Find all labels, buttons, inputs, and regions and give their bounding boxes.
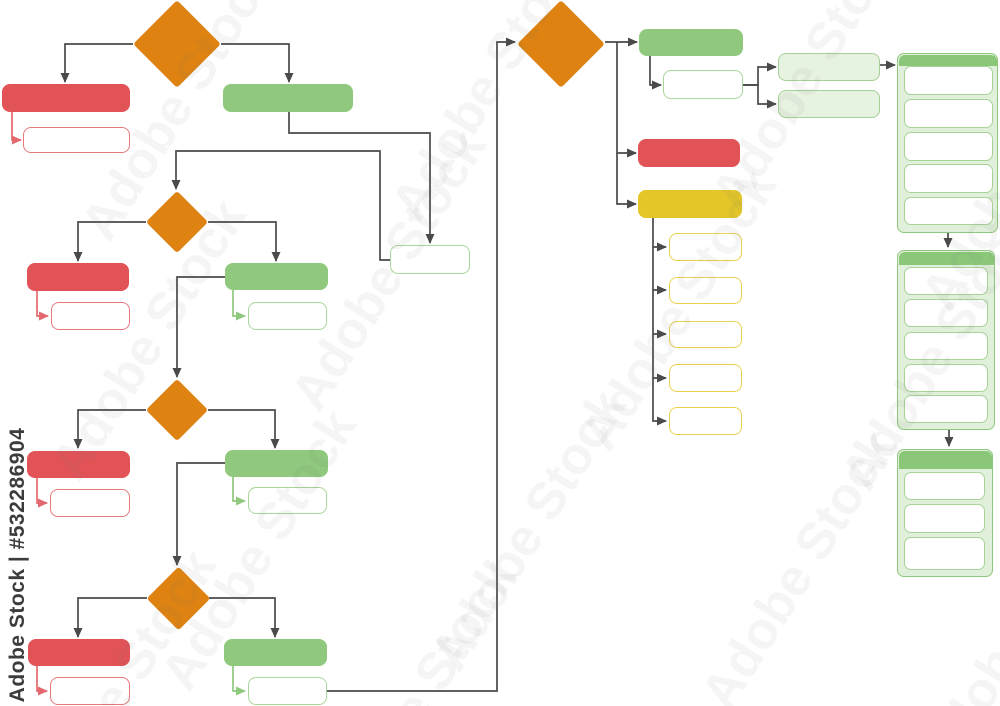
sub-box-green-2: [248, 302, 327, 330]
sub-box-yellow-1: [669, 233, 742, 261]
list-container-1-header: [898, 54, 997, 66]
wire-d4-to-green4: [209, 597, 280, 638]
wire-green2-to-sub: [232, 290, 246, 321]
sub-box-red-2: [51, 302, 130, 330]
wire-d1-to-green1: [221, 43, 294, 83]
wire-branch-to-yellow: [616, 153, 637, 209]
process-box-green-1: [223, 84, 353, 112]
list-container-1-item-4: [904, 164, 993, 193]
process-box-red-5: [638, 139, 740, 167]
wire-d1-to-red1: [60, 43, 133, 83]
process-box-green-3: [225, 450, 328, 477]
wire-result1-to-d2: [171, 150, 390, 261]
list-container-2-item-2: [904, 299, 988, 327]
wire-green3-to-d4: [172, 462, 225, 566]
sub-box-red-3: [50, 489, 130, 517]
wire-green2-to-d3: [172, 276, 225, 378]
wire-red2-to-sub: [36, 291, 49, 321]
wire-green4-to-sub: [232, 666, 246, 696]
sub-box-yellow-2: [669, 277, 742, 304]
wire-d4-to-red4: [73, 597, 147, 638]
wire-result5-to-pale1: [743, 62, 777, 86]
list-container-3-item-3: [904, 537, 985, 570]
list-container-2-item-3: [904, 332, 988, 360]
process-box-yellow: [638, 190, 742, 218]
sub-box-green-4: [248, 677, 327, 705]
sub-box-yellow-4: [669, 364, 742, 392]
sub-box-yellow-3: [669, 321, 742, 348]
wire-branch-to-red5: [616, 42, 637, 158]
process-box-green-5: [639, 29, 743, 56]
process-box-red-3: [27, 451, 130, 478]
list-container-3-header: [898, 450, 992, 469]
sub-box-yellow-5: [669, 407, 742, 435]
list-container-2-item-4: [904, 364, 988, 392]
wire-d2-to-red2: [73, 221, 146, 262]
list-container-3-item-1: [904, 472, 985, 500]
list-container-1-item-5: [904, 197, 993, 225]
list-container-1-item-2: [904, 99, 993, 128]
list-container-3-item-2: [904, 504, 985, 533]
wire-yellow-to-sub1: [652, 218, 667, 252]
sub-box-red-4: [50, 677, 130, 705]
wire-red3-to-sub: [36, 478, 48, 508]
process-box-green-2: [225, 263, 328, 290]
wire-green3-to-sub: [232, 477, 246, 506]
wire-red4-to-sub: [36, 666, 48, 696]
wire-yellow-to-sub5: [652, 378, 667, 426]
option-box-pale-green-2: [778, 90, 880, 118]
wire-yellow-to-sub3: [652, 290, 667, 339]
list-container-1-item-1: [904, 66, 993, 95]
wire-d2-to-green2: [208, 221, 281, 262]
process-box-red-2: [27, 263, 129, 291]
list-container-2-header: [898, 251, 994, 265]
wire-subgreen4-to-d5: [327, 37, 516, 692]
option-box-pale-green-1: [778, 53, 880, 81]
wire-d3-to-red3: [73, 409, 146, 449]
wire-yellow-to-sub2: [652, 247, 667, 295]
wire-red1-to-sub: [11, 112, 22, 145]
wire-result5-to-pale2: [743, 84, 777, 109]
wire-green1-to-result1: [288, 112, 435, 244]
wire-d3-to-green3: [208, 409, 280, 449]
wire-yellow-to-sub4: [652, 334, 667, 383]
process-box-green-4: [224, 639, 327, 666]
wire-green5-to-result5: [649, 56, 662, 90]
process-box-red-4: [28, 639, 130, 666]
sub-box-red-1: [23, 127, 130, 153]
sub-box-green-3: [248, 487, 327, 514]
result-box-green-5: [663, 70, 743, 99]
process-box-red-1: [2, 84, 130, 112]
list-container-1-item-3: [904, 132, 993, 161]
result-box-green-1: [390, 245, 470, 274]
list-container-2-item-1: [904, 267, 988, 295]
list-container-2-item-5: [904, 395, 988, 423]
